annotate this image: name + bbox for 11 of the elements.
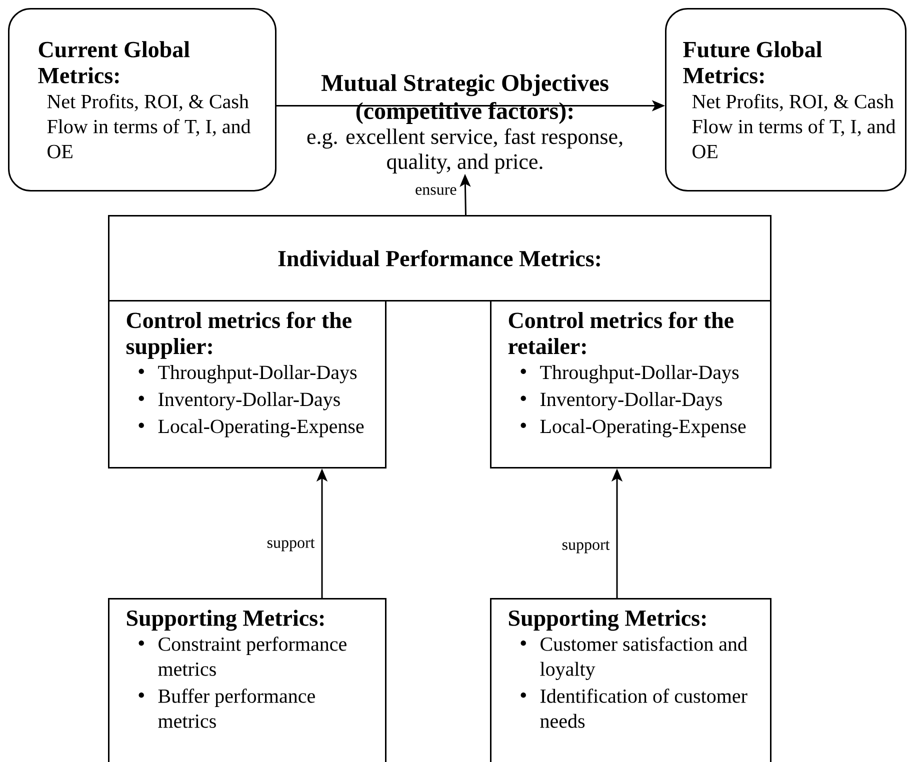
edge-label: support: [560, 540, 611, 554]
metric-box: Control metrics for the retailer: Throughput-Dollar-Days Inventory-Dollar-Days Local-Operating-Expense: [490, 300, 772, 468]
metric-box: Control metrics for the supplier: Throughput-Dollar-Days Inventory-Dollar-Days Local-Operating-Expense: [108, 300, 386, 468]
metric-box: Supporting Metrics: Customer satisfaction and loyalty Identification of customer needs: [490, 598, 772, 762]
metric-box: Future Global Metrics: Net Profits, ROI, & Cash Flow in terms of T, I, and OE: [665, 8, 906, 192]
text-block: Mutual Strategic Objectives (competitive factors): e.g. excellent service, fast response, quality, and price.: [280, 74, 650, 174]
header-box: Individual Performance Metrics:: [108, 215, 772, 302]
edge-label: ensure: [414, 186, 458, 196]
metric-box: Supporting Metrics: Constraint performance metrics Buffer performance metrics: [108, 598, 386, 762]
edge-label: support: [266, 538, 316, 552]
metric-box: Current Global Metrics: Net Profits, ROI, & Cash Flow in terms of T, I, and OE: [8, 8, 276, 192]
